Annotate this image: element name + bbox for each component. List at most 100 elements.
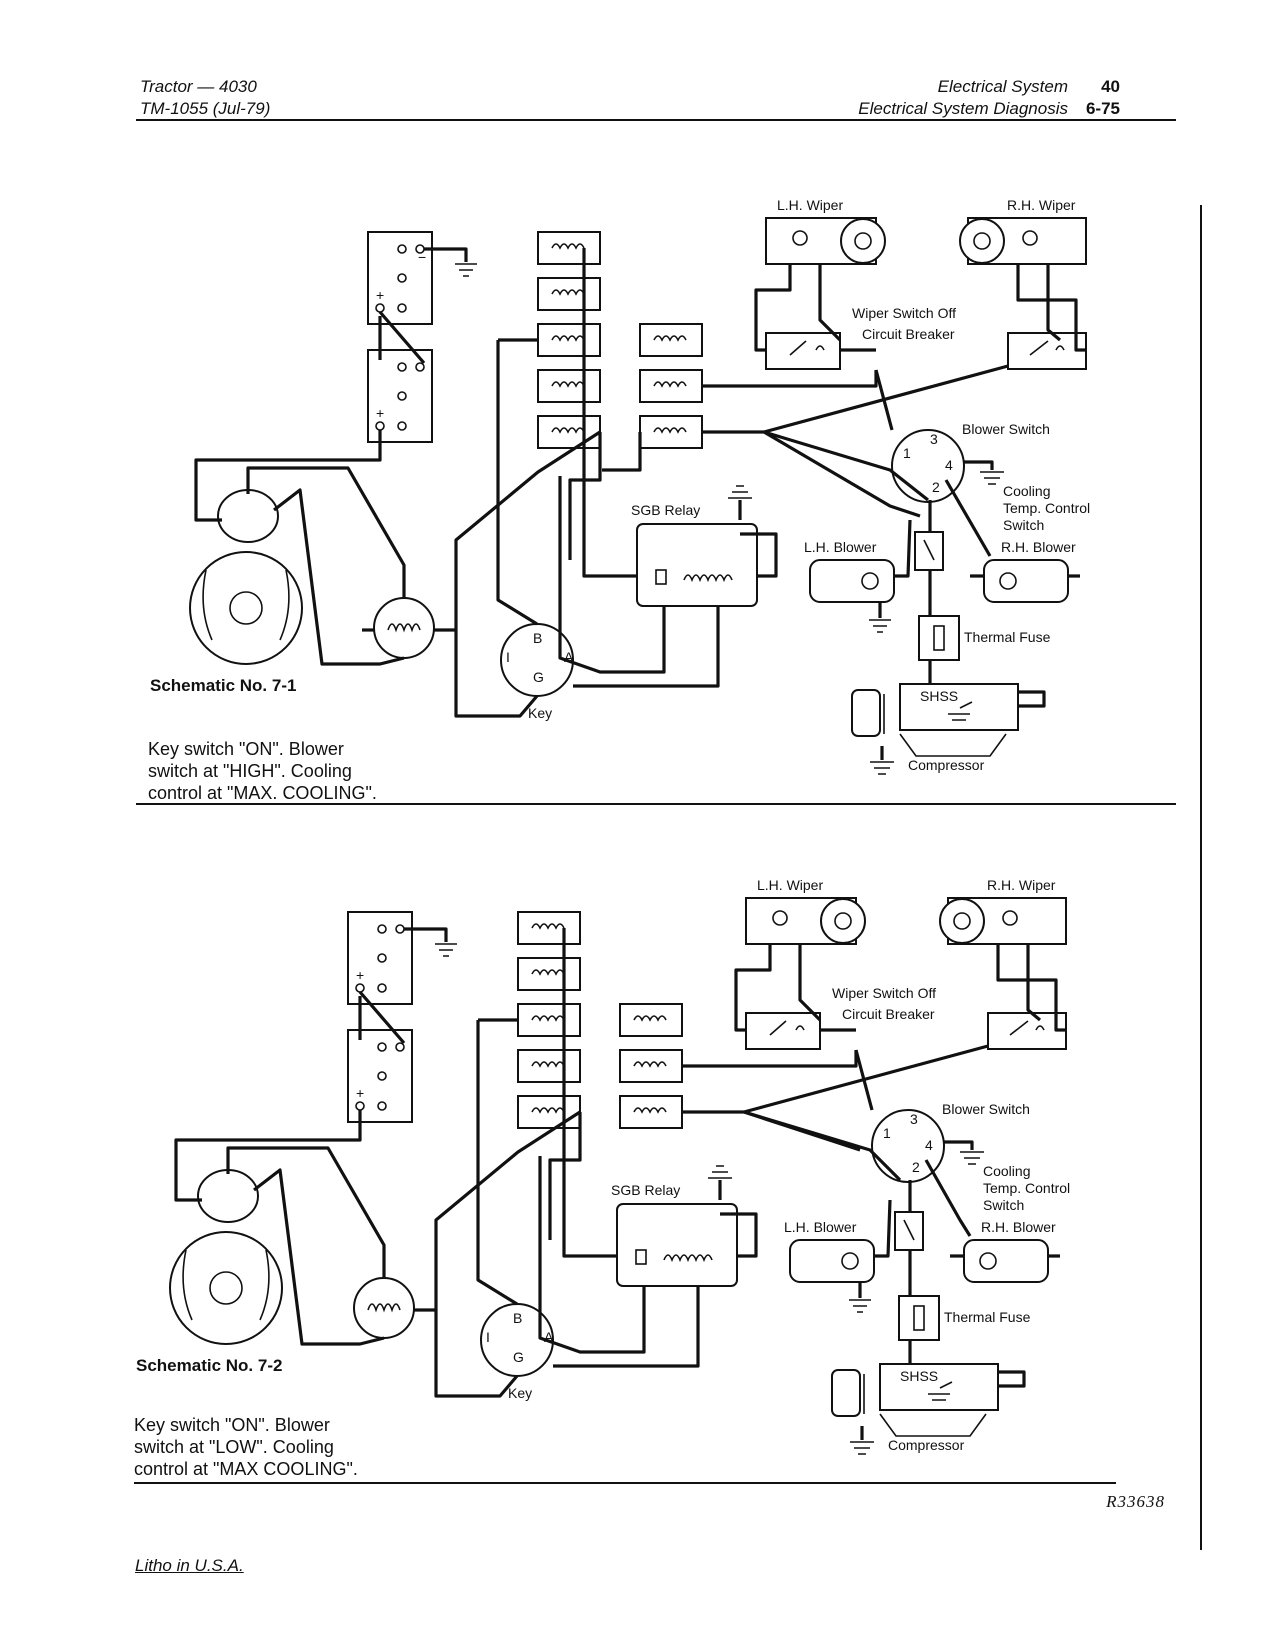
svg-text:2: 2: [912, 1159, 920, 1175]
figure-id: R33638: [1106, 1492, 1165, 1511]
svg-text:4: 4: [945, 457, 953, 473]
tractor-model: Tractor — 4030: [140, 77, 257, 96]
starter-motor: [189, 489, 303, 665]
cooling-temp-switch: [914, 531, 944, 571]
temp-control-label: Temp. Control: [983, 1180, 1070, 1196]
svg-text:+: +: [376, 287, 384, 303]
starter-motor: [169, 1169, 283, 1345]
key-label: Key: [508, 1385, 532, 1401]
thermal-fuse: [918, 615, 960, 661]
cooling-label: Cooling: [1003, 483, 1050, 499]
lh-blower-label: L.H. Blower: [804, 539, 877, 555]
schematic-7-2-diagram: + +: [169, 877, 1070, 1455]
svg-text:4: 4: [925, 1137, 933, 1153]
wiper-switch-off-label: Wiper Switch Off: [852, 305, 956, 321]
wiring-harness: [194, 248, 1086, 718]
thermal-fuse-label: Thermal Fuse: [964, 629, 1051, 645]
cooling-label: Cooling: [983, 1163, 1030, 1179]
page-number: 6-75: [1085, 99, 1120, 118]
svg-text:G: G: [513, 1349, 524, 1365]
svg-text:I: I: [506, 649, 510, 665]
shss-label: SHSS: [900, 1368, 938, 1384]
fuse-column-right: [619, 1003, 683, 1129]
blower-switch: 3 4 2 1: [871, 1109, 984, 1183]
rh-blower-motor: [963, 1239, 1049, 1283]
lh-blower-motor: [789, 1239, 875, 1313]
rh-wiper-label: R.H. Wiper: [1007, 197, 1076, 213]
schematic-title: Schematic No. 7-1: [150, 676, 297, 695]
blower-switch-label: Blower Switch: [942, 1101, 1030, 1117]
circuit-breaker-left: [745, 1012, 821, 1050]
switch-label: Switch: [983, 1197, 1024, 1213]
svg-text:A: A: [564, 649, 574, 665]
lh-blower-label: L.H. Blower: [784, 1219, 857, 1235]
battery-upper: +−: [367, 231, 433, 325]
svg-text:3: 3: [910, 1111, 918, 1127]
temp-control-label: Temp. Control: [1003, 500, 1090, 516]
fuse-column-right: [639, 323, 703, 449]
wiper-switch-off-label: Wiper Switch Off: [832, 985, 936, 1001]
battery-lower: +: [347, 1029, 413, 1123]
sgb-relay-label: SGB Relay: [611, 1182, 680, 1198]
svg-text:I: I: [486, 1329, 490, 1345]
header-divider: [136, 119, 1176, 121]
switch-label: Switch: [1003, 517, 1044, 533]
sgb-relay: [636, 485, 758, 607]
circuit-breaker-right: [987, 1012, 1067, 1050]
ground-symbol: [404, 927, 457, 957]
battery-upper: +: [347, 911, 413, 1005]
thermal-fuse-label: Thermal Fuse: [944, 1309, 1031, 1325]
compressor-label: Compressor: [908, 757, 985, 773]
wiring-harness: [174, 928, 1066, 1398]
circuit-breaker-left: [765, 332, 841, 370]
bottom-divider: [134, 1482, 1116, 1484]
section-divider: [136, 803, 1176, 805]
compressor-label: Compressor: [888, 1437, 965, 1453]
svg-text:B: B: [513, 1310, 522, 1326]
svg-text:+: +: [376, 405, 384, 421]
circuit-breaker-right: [1007, 332, 1087, 370]
starter-solenoid: [373, 597, 435, 659]
key-label: Key: [528, 705, 552, 721]
svg-text:B: B: [533, 630, 542, 646]
rh-blower-label: R.H. Blower: [981, 1219, 1056, 1235]
print-footer: Litho in U.S.A.: [135, 1556, 244, 1575]
compressor: [851, 683, 1019, 775]
svg-text:1: 1: [883, 1125, 891, 1141]
svg-text:3: 3: [930, 431, 938, 447]
thermal-fuse: [898, 1295, 940, 1341]
rh-wiper-motor: [959, 217, 1087, 265]
key-switch: B G A I: [480, 1303, 554, 1377]
section-number: 40: [1101, 77, 1120, 96]
schematic-caption: Key switch "ON". Blower switch at "LOW".…: [134, 1415, 358, 1479]
schematic-7-1-diagram: +− +: [189, 197, 1090, 775]
svg-text:−: −: [418, 249, 426, 265]
rh-blower-label: R.H. Blower: [1001, 539, 1076, 555]
fuse-column-left: [537, 231, 601, 449]
rh-wiper-motor: [939, 897, 1067, 945]
page-header-left: Tractor — 4030 TM-1055 (Jul-79): [140, 76, 270, 120]
lh-wiper-motor: [745, 897, 866, 945]
shss-label: SHSS: [920, 688, 958, 704]
ground-symbol: [424, 247, 477, 277]
lh-wiper-motor: [765, 217, 886, 265]
compressor: [831, 1363, 999, 1455]
svg-text:1: 1: [903, 445, 911, 461]
circuit-breaker-label: Circuit Breaker: [842, 1006, 935, 1022]
rh-wiper-label: R.H. Wiper: [987, 877, 1056, 893]
svg-text:G: G: [533, 669, 544, 685]
manual-number: TM-1055 (Jul-79): [140, 99, 271, 118]
lh-wiper-label: L.H. Wiper: [757, 877, 823, 893]
blower-switch: 3 4 2 1: [891, 429, 1004, 503]
svg-text:+: +: [356, 967, 364, 983]
lh-blower-motor: [809, 559, 895, 633]
blower-switch-label: Blower Switch: [962, 421, 1050, 437]
schematic-title: Schematic No. 7-2: [136, 1356, 283, 1375]
sgb-relay-label: SGB Relay: [631, 502, 700, 518]
starter-solenoid: [353, 1277, 415, 1339]
margin-rule: [1200, 205, 1202, 1550]
circuit-breaker-label: Circuit Breaker: [862, 326, 955, 342]
lh-wiper-label: L.H. Wiper: [777, 197, 843, 213]
